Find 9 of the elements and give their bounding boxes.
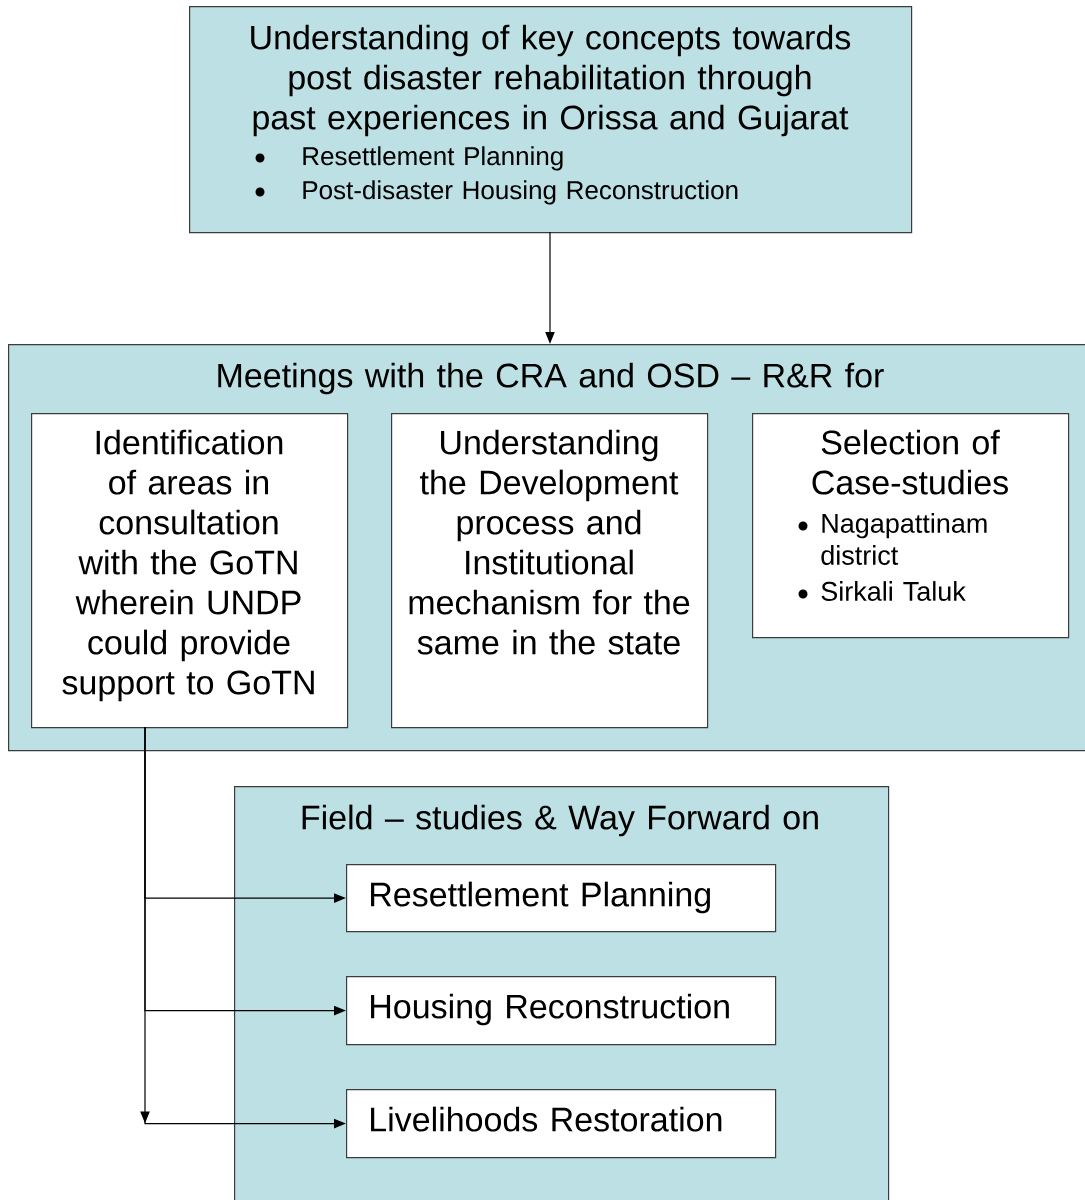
process-box: Housing Reconstruction: [346, 976, 777, 1046]
bullet-item: Post-disaster Housing Reconstruction: [255, 180, 738, 205]
process-box: Understanding the Development process and Institutional mechanism for the same in the state: [391, 413, 709, 729]
bullet-item: Nagapattinam district: [798, 513, 987, 565]
process-box: Resettlement Planning: [346, 864, 777, 933]
process-box: Identification of areas in consultation with the GoTN wherein UNDP could provide support to GoTN: [31, 413, 349, 729]
process-box: Livelihoods Restoration: [346, 1089, 777, 1159]
bullet-item: Sirkali Taluk: [798, 581, 966, 601]
bullet-item: Resettlement Planning: [255, 146, 563, 171]
